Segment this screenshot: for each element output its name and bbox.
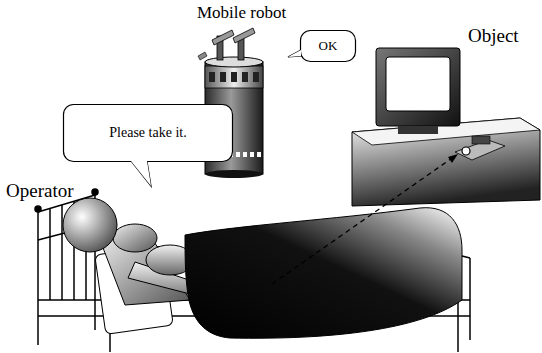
bubble-text-area: OK xyxy=(300,30,356,62)
pointing-ray xyxy=(272,154,458,284)
speech-bubble: OK xyxy=(300,30,356,62)
speech-text: Please take it. xyxy=(109,125,186,140)
part-label: Operator xyxy=(6,180,74,202)
blanket xyxy=(185,208,462,339)
speech-bubble: Please take it. xyxy=(63,104,233,162)
part-label: Mobile robot xyxy=(197,3,286,23)
part-label: Object xyxy=(468,25,519,47)
speech-text: OK xyxy=(319,39,338,53)
bubble-text-area: Please take it. xyxy=(63,104,233,162)
desk-with-computer xyxy=(352,48,540,206)
bed xyxy=(35,189,470,352)
